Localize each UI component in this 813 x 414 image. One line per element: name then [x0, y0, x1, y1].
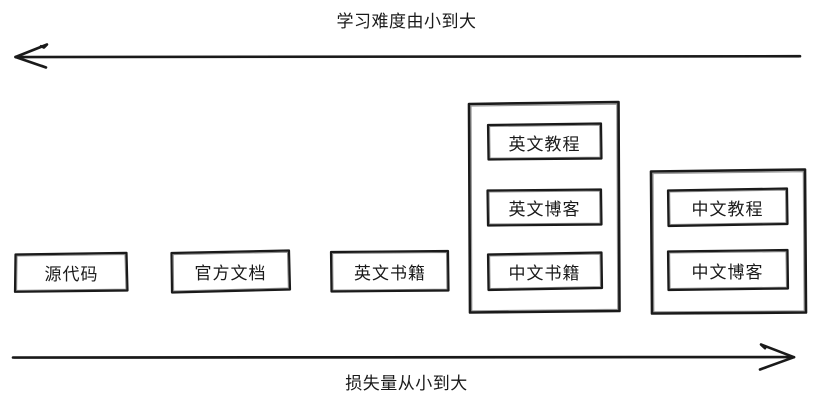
- top-axis-label: 学习难度由小到大: [0, 14, 813, 31]
- group-english-mixed-shape: [467, 100, 621, 314]
- node-official-docs[interactable]: 官方文档: [171, 251, 290, 292]
- node-english-tutorial-label: 英文教程: [508, 134, 581, 155]
- node-chinese-books[interactable]: 中文书籍: [488, 253, 601, 289]
- group-english-mixed[interactable]: 英文教程 英文博客 中文书籍: [469, 102, 620, 313]
- node-chinese-blog-label: 中文博客: [691, 263, 764, 283]
- node-chinese-tutorial-label: 中文教程: [691, 200, 764, 220]
- node-chinese-tutorial-shape: [666, 187, 789, 228]
- bottom-axis-line: [11, 355, 794, 359]
- bottom-axis-label: 损失量从小到大: [0, 376, 813, 393]
- node-english-tutorial-shape: [486, 122, 603, 161]
- node-source-code[interactable]: 源代码: [15, 252, 128, 292]
- node-english-blog-shape: [486, 188, 603, 227]
- node-official-docs-shape: [170, 249, 292, 294]
- node-source-code-shape: [13, 251, 129, 293]
- arrow-left-icon: [14, 43, 49, 69]
- group-chinese[interactable]: 中文教程 中文博客: [651, 169, 806, 314]
- node-official-docs-label: 官方文档: [194, 264, 267, 284]
- node-english-tutorial[interactable]: 英文教程: [488, 124, 601, 160]
- node-english-books-label: 英文书籍: [354, 263, 426, 284]
- node-chinese-blog[interactable]: 中文博客: [668, 251, 787, 290]
- node-chinese-tutorial[interactable]: 中文教程: [668, 189, 787, 226]
- group-chinese-shape: [649, 168, 808, 315]
- node-english-books[interactable]: 英文书籍: [331, 251, 449, 291]
- node-english-blog-label: 英文博客: [508, 200, 581, 220]
- node-source-code-label: 源代码: [44, 264, 99, 285]
- bottom-axis-label-text: 损失量从小到大: [345, 374, 468, 394]
- node-chinese-blog-shape: [666, 248, 790, 292]
- node-english-blog[interactable]: 英文博客: [488, 190, 601, 225]
- node-chinese-books-label: 中文书籍: [508, 263, 581, 284]
- arrow-right-icon: [758, 343, 796, 371]
- node-chinese-books-shape: [486, 251, 604, 292]
- top-axis-label-text: 学习难度由小到大: [336, 12, 477, 32]
- node-english-books-shape: [329, 249, 450, 293]
- top-axis-line: [14, 54, 802, 59]
